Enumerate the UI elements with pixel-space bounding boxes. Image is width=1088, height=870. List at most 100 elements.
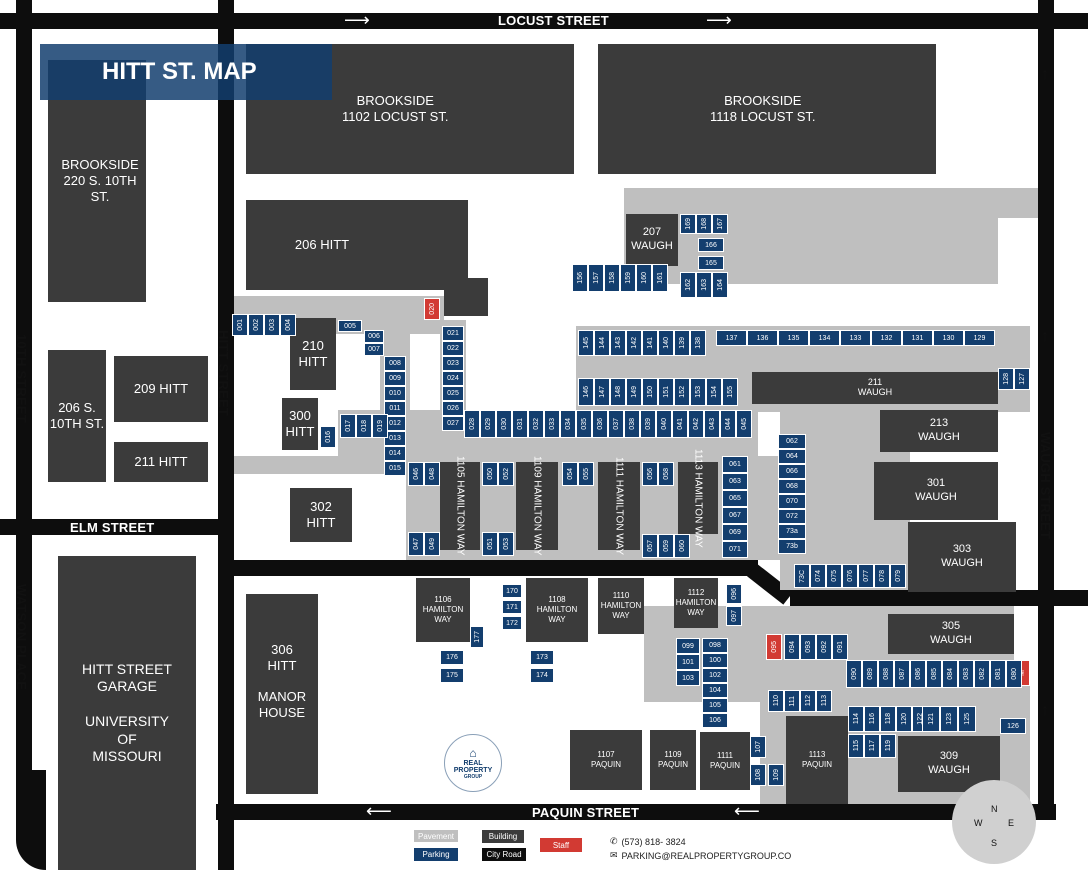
parking-spot[interactable]: 064 — [778, 449, 806, 464]
parking-spot[interactable]: 043 — [704, 410, 720, 438]
parking-spot[interactable]: 162 — [680, 272, 696, 298]
parking-spot[interactable]: 133 — [840, 330, 871, 346]
parking-spot[interactable]: 128 — [998, 368, 1014, 390]
parking-spot[interactable]: 023 — [442, 356, 464, 371]
parking-spot[interactable]: 059 — [658, 534, 674, 558]
parking-spot[interactable]: 076 — [842, 564, 858, 588]
parking-spot[interactable]: 144 — [594, 330, 610, 356]
parking-spot[interactable]: 044 — [720, 410, 736, 438]
parking-spot[interactable]: 057 — [642, 534, 658, 558]
parking-spot[interactable]: 177 — [470, 626, 484, 648]
parking-spot[interactable]: 069 — [722, 524, 748, 541]
parking-spot[interactable]: 099 — [676, 638, 700, 654]
parking-spot[interactable]: 075 — [826, 564, 842, 588]
parking-spot[interactable]: 176 — [440, 650, 464, 665]
parking-spot[interactable]: 029 — [480, 410, 496, 438]
parking-spot[interactable]: 100 — [702, 653, 728, 668]
parking-spot[interactable]: 138 — [690, 330, 706, 356]
parking-spot[interactable]: 140 — [658, 330, 674, 356]
parking-spot[interactable]: 101 — [676, 654, 700, 670]
parking-spot[interactable]: 090 — [846, 660, 862, 688]
parking-spot[interactable]: 111 — [784, 690, 800, 712]
parking-spot[interactable]: 169 — [680, 214, 696, 234]
parking-spot[interactable]: 172 — [502, 616, 522, 630]
parking-spot[interactable]: 109 — [768, 764, 784, 786]
parking-spot[interactable]: 026 — [442, 401, 464, 416]
parking-spot[interactable]: 067 — [722, 507, 748, 524]
parking-spot[interactable]: 049 — [424, 532, 440, 556]
parking-spot[interactable]: 156 — [572, 264, 588, 292]
parking-spot[interactable]: 129 — [964, 330, 995, 346]
parking-spot[interactable]: 038 — [624, 410, 640, 438]
parking-spot[interactable]: 008 — [384, 356, 406, 371]
parking-spot[interactable]: 168 — [696, 214, 712, 234]
parking-spot[interactable]: 130 — [933, 330, 964, 346]
parking-spot[interactable]: 061 — [722, 456, 748, 473]
parking-spot[interactable]: 120 — [896, 706, 912, 732]
parking-spot[interactable]: 055 — [578, 462, 594, 486]
parking-spot[interactable]: 121 — [922, 706, 940, 732]
parking-spot[interactable]: 152 — [674, 378, 690, 406]
parking-spot[interactable]: 024 — [442, 371, 464, 386]
parking-spot[interactable]: 139 — [674, 330, 690, 356]
parking-spot[interactable]: 098 — [702, 638, 728, 653]
parking-spot[interactable]: 137 — [716, 330, 747, 346]
parking-spot[interactable]: 089 — [862, 660, 878, 688]
parking-spot[interactable]: 103 — [676, 670, 700, 686]
parking-spot[interactable]: 079 — [890, 564, 906, 588]
parking-spot[interactable]: 081 — [990, 660, 1006, 688]
parking-spot[interactable]: 159 — [620, 264, 636, 292]
parking-spot[interactable]: 73a — [778, 524, 806, 539]
parking-spot[interactable]: 085 — [926, 660, 942, 688]
parking-spot[interactable]: 006 — [364, 330, 384, 343]
parking-spot[interactable]: 148 — [610, 378, 626, 406]
parking-spot[interactable]: 125 — [958, 706, 976, 732]
parking-spot[interactable]: 071 — [722, 541, 748, 558]
parking-spot[interactable]: 004 — [280, 314, 296, 336]
parking-spot[interactable]: 037 — [608, 410, 624, 438]
staff-parking-spot[interactable]: 020 — [424, 298, 440, 320]
parking-spot[interactable]: 028 — [464, 410, 480, 438]
parking-spot[interactable]: 160 — [636, 264, 652, 292]
parking-spot[interactable]: 115 — [848, 734, 864, 758]
parking-spot[interactable]: 017 — [340, 414, 356, 438]
parking-spot[interactable]: 110 — [768, 690, 784, 712]
parking-spot[interactable]: 174 — [530, 668, 554, 683]
parking-spot[interactable]: 165 — [698, 256, 724, 270]
parking-spot[interactable]: 087 — [894, 660, 910, 688]
parking-spot[interactable]: 112 — [800, 690, 816, 712]
parking-spot[interactable]: 074 — [810, 564, 826, 588]
parking-spot[interactable]: 084 — [942, 660, 958, 688]
parking-spot[interactable]: 042 — [688, 410, 704, 438]
parking-spot[interactable]: 035 — [576, 410, 592, 438]
parking-spot[interactable]: 039 — [640, 410, 656, 438]
parking-spot[interactable]: 145 — [578, 330, 594, 356]
parking-spot[interactable]: 063 — [722, 473, 748, 490]
parking-spot[interactable]: 025 — [442, 386, 464, 401]
parking-spot[interactable]: 134 — [809, 330, 840, 346]
parking-spot[interactable]: 011 — [384, 401, 406, 416]
parking-spot[interactable]: 015 — [384, 461, 406, 476]
parking-spot[interactable]: 016 — [320, 426, 336, 448]
parking-spot[interactable]: 093 — [800, 634, 816, 660]
parking-spot[interactable]: 167 — [712, 214, 728, 234]
parking-spot[interactable]: 127 — [1014, 368, 1030, 390]
parking-spot[interactable]: 154 — [706, 378, 722, 406]
parking-spot[interactable]: 021 — [442, 326, 464, 341]
parking-spot[interactable]: 150 — [642, 378, 658, 406]
parking-spot[interactable]: 161 — [652, 264, 668, 292]
parking-spot[interactable]: 73C — [794, 564, 810, 588]
parking-spot[interactable]: 019 — [372, 414, 388, 438]
parking-spot[interactable]: 058 — [658, 462, 674, 486]
parking-spot[interactable]: 175 — [440, 668, 464, 683]
parking-spot[interactable]: 034 — [560, 410, 576, 438]
parking-spot[interactable]: 158 — [604, 264, 620, 292]
parking-spot[interactable]: 086 — [910, 660, 926, 688]
parking-spot[interactable]: 060 — [674, 534, 690, 558]
parking-spot[interactable]: 108 — [750, 764, 766, 786]
parking-spot[interactable]: 123 — [940, 706, 958, 732]
parking-spot[interactable]: 105 — [702, 698, 728, 713]
parking-spot[interactable]: 068 — [778, 479, 806, 494]
parking-spot[interactable]: 096 — [726, 584, 742, 604]
parking-spot[interactable]: 149 — [626, 378, 642, 406]
